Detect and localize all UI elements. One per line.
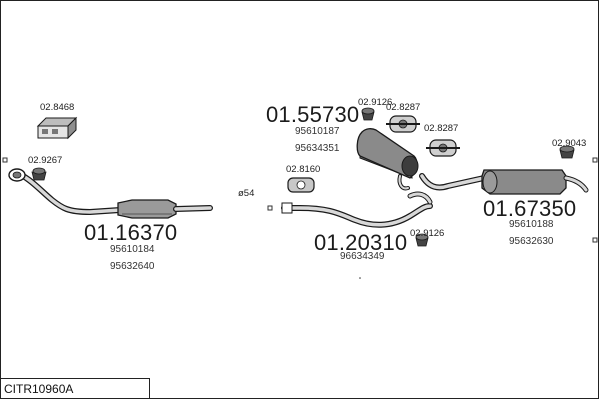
mid-pipe-part-number: 01.20310 <box>314 230 408 255</box>
rear-silencer-drawing <box>419 169 589 195</box>
hanger-b-drawing <box>426 139 460 157</box>
centre-silencer-drawing <box>356 128 419 191</box>
clamp-silencer-drawing <box>361 107 375 121</box>
gasket-front-label: 02.9267 <box>28 155 63 166</box>
hanger-a-drawing <box>386 115 420 133</box>
hanger-b-label: 02.8287 <box>424 123 459 134</box>
front-pipe-drawing <box>8 168 213 219</box>
hanger-rear-drawing <box>559 145 575 159</box>
mounting-kit-label: 02.8468 <box>40 102 75 113</box>
rear-silencer-oem-1: 95610188 <box>509 219 554 230</box>
hanger-rear-label: 02.9043 <box>552 138 587 149</box>
gasket-front-drawing <box>31 167 47 181</box>
clamp-mid-right-label: 02.9126 <box>410 228 445 239</box>
centre-silencer-part-number: 01.55730 <box>266 102 360 127</box>
centre-silencer-oem-2: 95634351 <box>295 143 340 154</box>
front-pipe-oem-2: 95632640 <box>110 261 155 272</box>
mid-pipe-drawing <box>281 191 433 228</box>
clamp-mid-drawing <box>287 177 315 193</box>
clamp-silencer-label: 02.9126 <box>358 97 393 108</box>
front-pipe-part-number: 01.16370 <box>84 220 178 245</box>
rear-silencer-oem-2: 95632630 <box>509 236 554 247</box>
centre-silencer-oem-1: 95610187 <box>295 126 340 137</box>
front-pipe-oem-1: 95610184 <box>110 244 155 255</box>
mid-pipe-oem-1: 96634349 <box>340 251 385 262</box>
hanger-a-label: 02.8287 <box>386 102 421 113</box>
diameter-label: ø54 <box>238 188 255 199</box>
clamp-mid-label: 02.8160 <box>286 164 321 175</box>
clamp-mid-right-drawing <box>415 233 429 247</box>
rear-silencer-part-number: 01.67350 <box>483 196 577 221</box>
mounting-kit-drawing <box>36 116 78 140</box>
diagram-reference: CITR10960A <box>0 378 150 399</box>
